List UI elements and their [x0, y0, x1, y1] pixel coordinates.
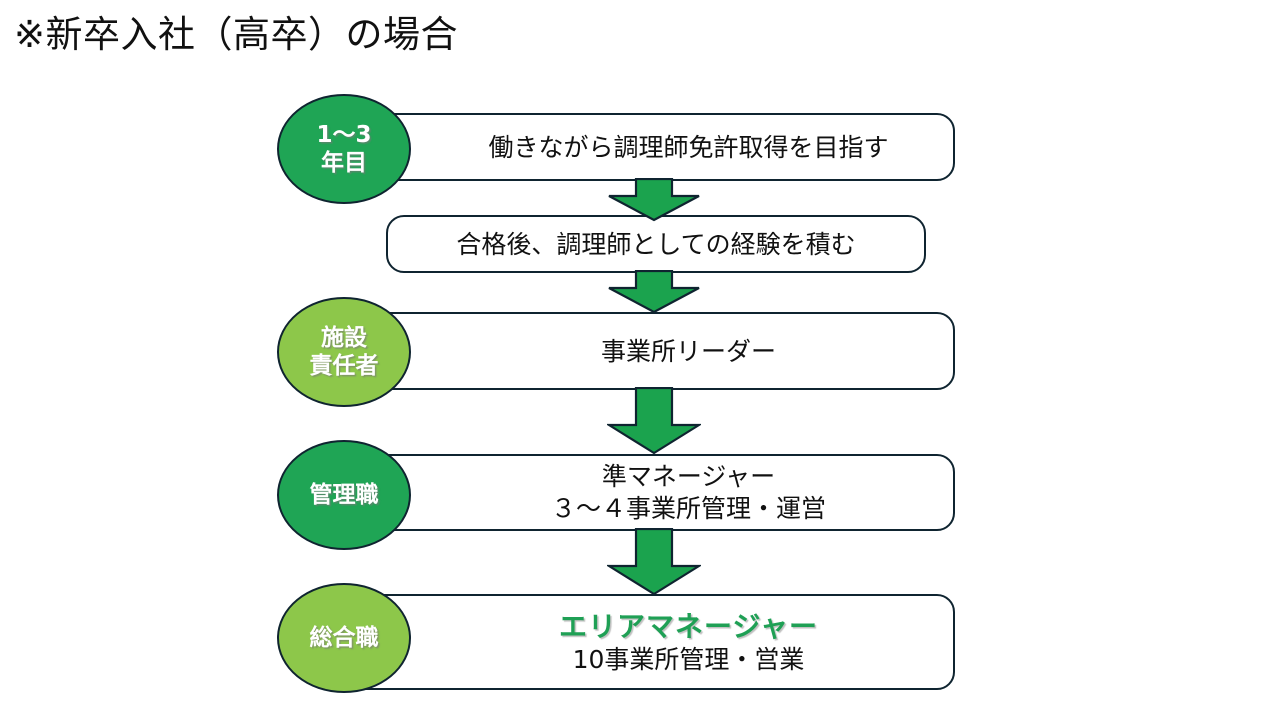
- flow-box-row5-line2: 10事業所管理・営業: [572, 644, 805, 674]
- flow-box-row4-line1: 準マネージャー: [601, 461, 776, 491]
- flow-box-row3: 事業所リーダー: [336, 312, 955, 390]
- stage-badge-years-1-3-line2: 年目: [320, 150, 367, 176]
- stage-badge-general-position-label: 総合職: [310, 624, 379, 652]
- flow-box-row2-label: 合格後、調理師としての経験を積む: [456, 229, 856, 259]
- stage-badge-facility-manager-line1: 施設: [321, 324, 367, 351]
- flow-box-row4-line2: ３〜４事業所管理・運営: [550, 493, 826, 523]
- flow-box-row3-label: 事業所リーダー: [600, 336, 776, 366]
- down-arrow-icon-2: [607, 270, 701, 314]
- flow-box-row5: エリアマネージャー 10事業所管理・営業: [336, 594, 955, 690]
- down-arrow-icon-4: [607, 528, 701, 596]
- stage-badge-facility-manager-line2: 責任者: [309, 353, 379, 379]
- flow-box-row5-label: エリアマネージャー 10事業所管理・営業: [338, 609, 953, 676]
- stage-badge-general-position-line1: 総合職: [309, 624, 379, 651]
- stage-badge-years-1-3-label: 1〜3 年目: [316, 121, 371, 177]
- stage-badge-management: 管理職: [277, 440, 411, 550]
- page-title: ※新卒入社（高卒）の場合: [14, 13, 459, 56]
- flow-box-row4: 準マネージャー ３〜４事業所管理・運営: [336, 454, 955, 531]
- stage-badge-facility-manager: 施設 責任者: [277, 297, 411, 407]
- stage-badge-years-1-3: 1〜3 年目: [277, 94, 411, 204]
- flow-box-row1: 働きながら調理師免許取得を目指す: [336, 113, 955, 181]
- stage-badge-years-1-3-line1: 1〜3: [316, 121, 372, 148]
- down-arrow-icon-3: [607, 387, 701, 455]
- stage-badge-management-line1: 管理職: [309, 481, 379, 508]
- flow-box-row4-label: 準マネージャー ３〜４事業所管理・運営: [338, 461, 953, 525]
- flow-box-row2: 合格後、調理師としての経験を積む: [386, 215, 926, 273]
- down-arrow-icon-1: [607, 178, 701, 222]
- flow-box-row5-line1-highlight: エリアマネージャー: [558, 609, 819, 643]
- stage-badge-general-position: 総合職: [277, 583, 411, 693]
- flow-box-row1-label: 働きながら調理師免許取得を目指す: [488, 132, 889, 162]
- stage-badge-management-label: 管理職: [310, 481, 379, 509]
- stage-badge-facility-manager-label: 施設 責任者: [310, 324, 379, 380]
